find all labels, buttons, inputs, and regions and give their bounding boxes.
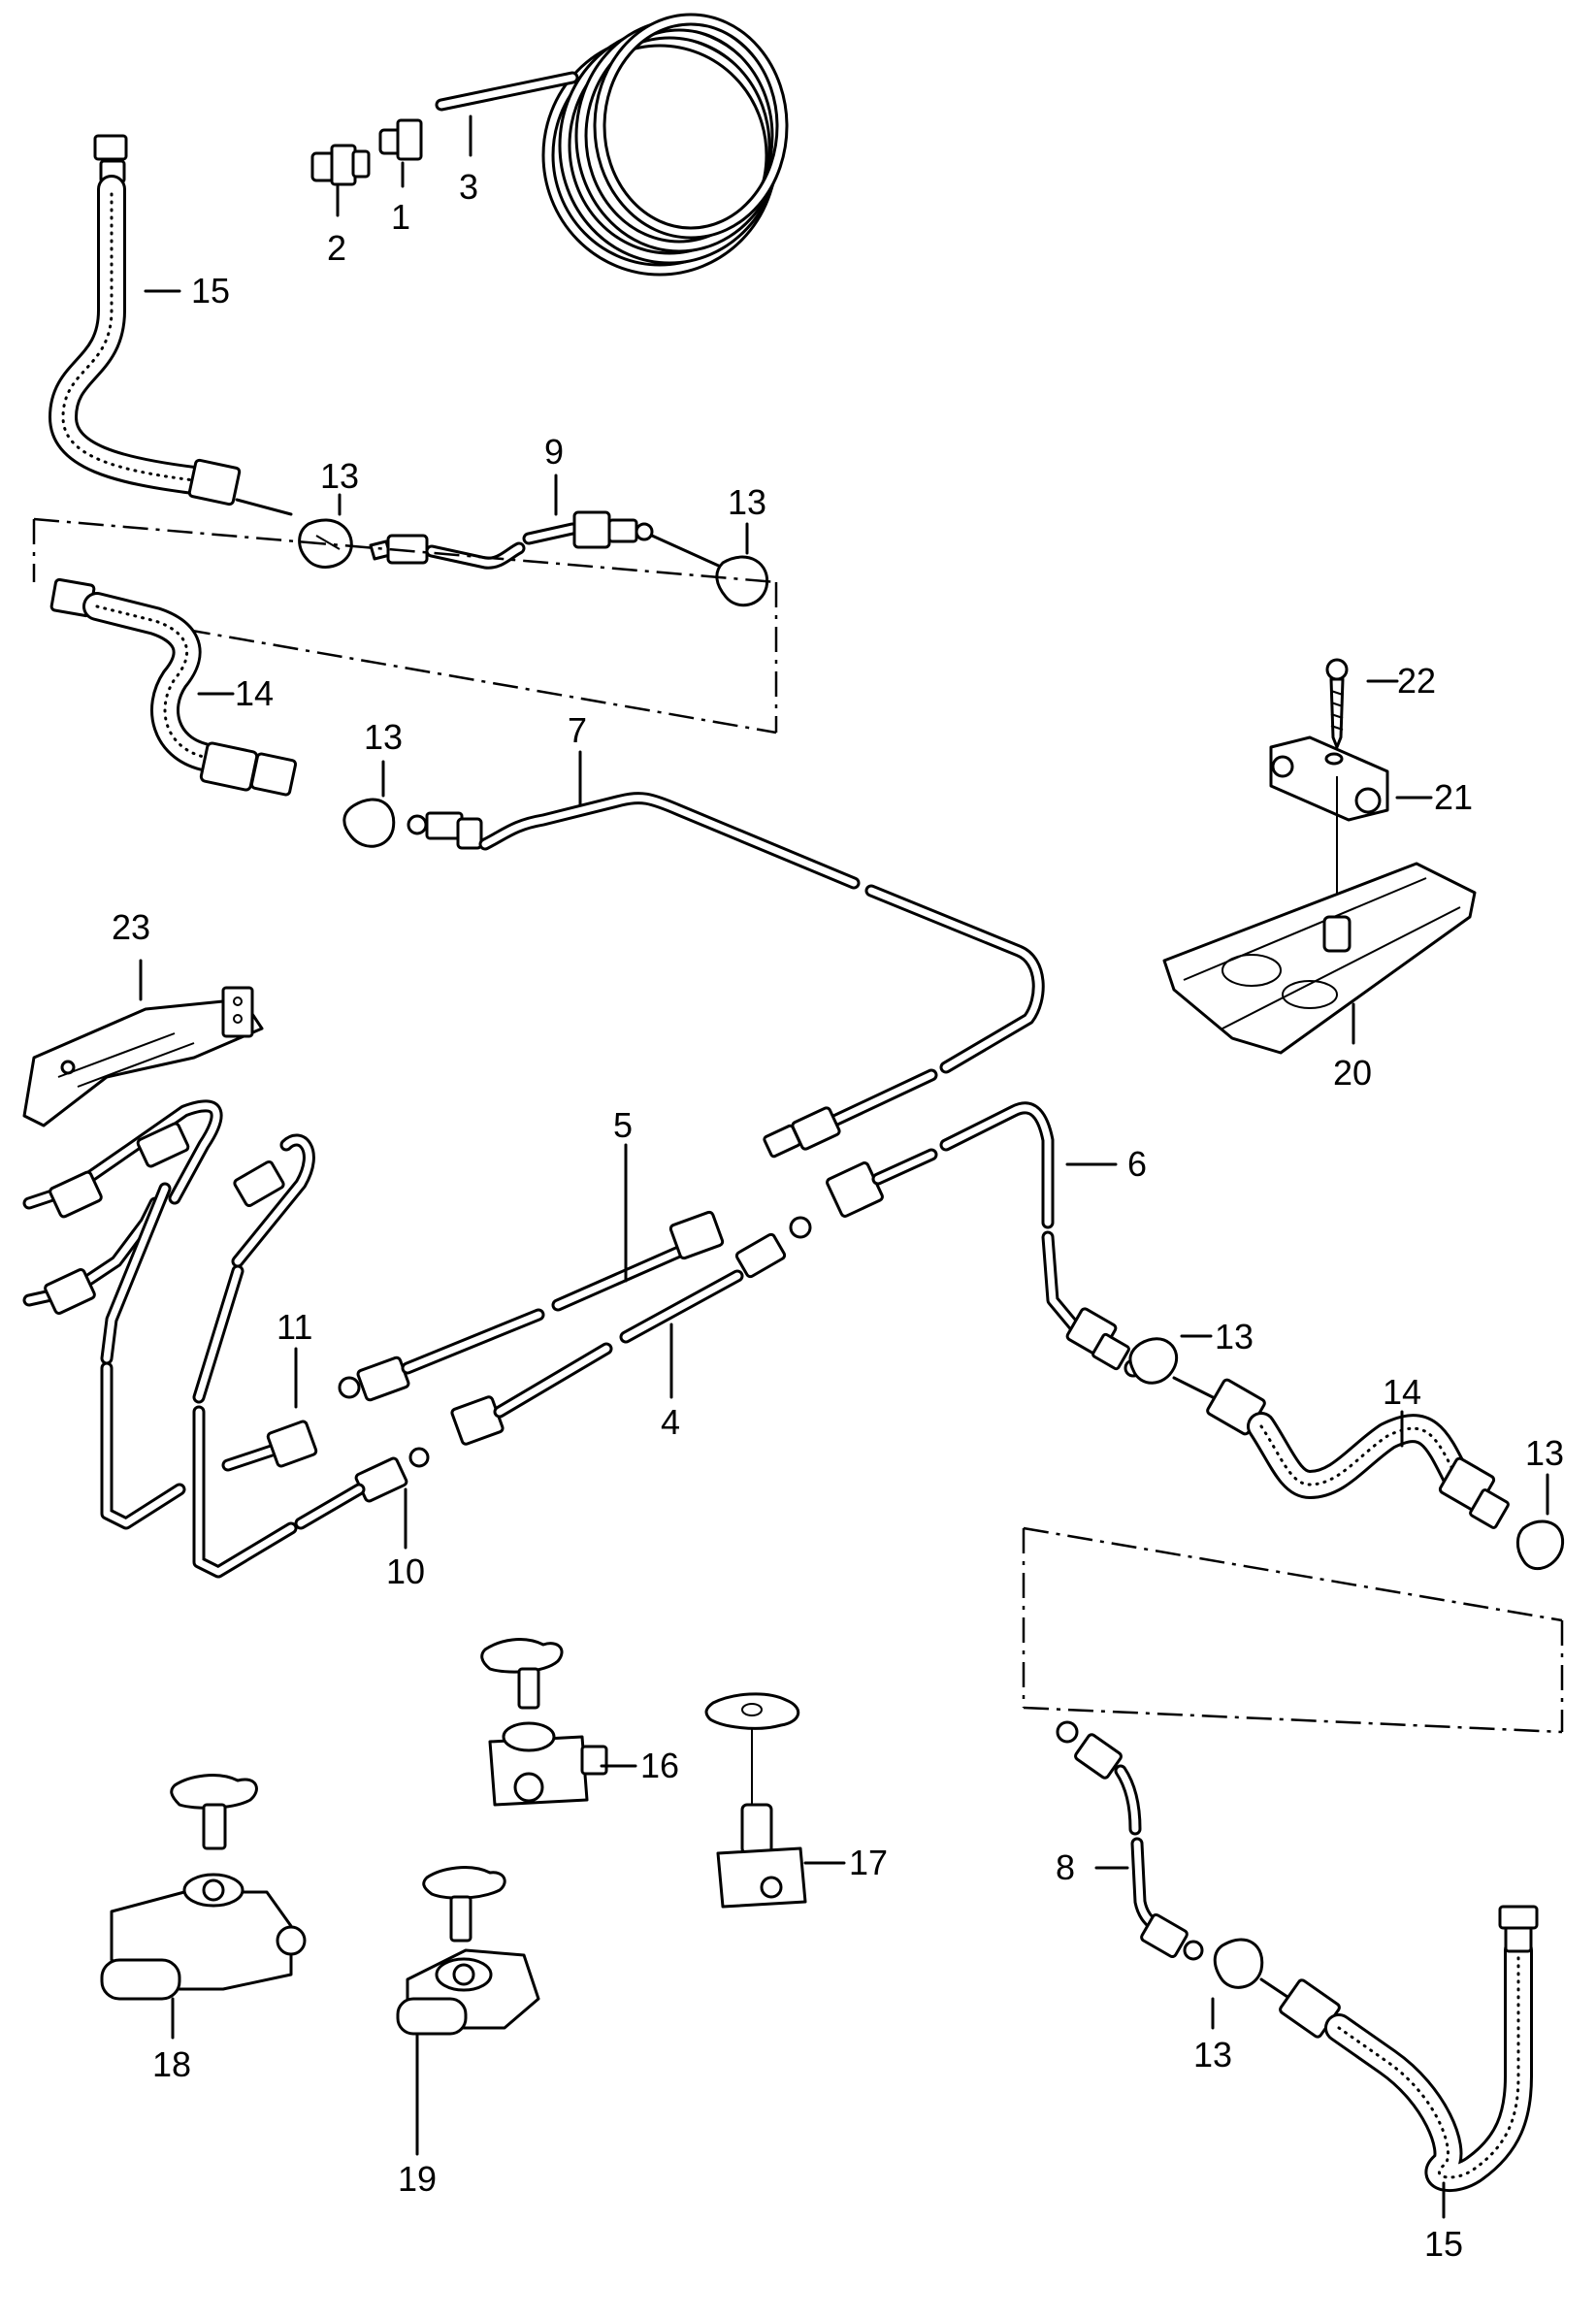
fitting-part-11: [221, 1420, 318, 1472]
callout-22: 22: [1397, 661, 1436, 701]
clip-part-13-f: [1213, 1938, 1264, 1989]
brake-line-part-7: [407, 792, 1045, 1159]
callout-19: 19: [398, 2159, 437, 2199]
callout-23: 23: [112, 907, 150, 947]
screw-part-22: [1325, 658, 1349, 749]
brake-line-part-6: [826, 1101, 1143, 1378]
callout-17: 17: [849, 1843, 888, 1882]
valve-part-17: [704, 1692, 807, 1909]
callout-13-c: 13: [364, 717, 403, 757]
callout-4: 4: [661, 1402, 680, 1442]
callout-6: 6: [1127, 1144, 1147, 1184]
brake-line-part-4: [450, 1216, 812, 1446]
clip-part-13-c: [342, 798, 396, 848]
callout-18: 18: [152, 2044, 191, 2084]
valve-part-19: [396, 1866, 540, 2036]
callout-13-d: 13: [1215, 1317, 1254, 1356]
callout-5: 5: [613, 1105, 633, 1145]
brake-hose-part-14-lower: [1172, 1376, 1510, 1529]
brake-line-part-9: [369, 510, 654, 570]
brake-line-part-5: [338, 1210, 725, 1402]
callout-15-lower: 15: [1424, 2224, 1463, 2264]
callout-13-b: 13: [728, 482, 766, 522]
brake-hose-part-14-upper: [49, 577, 298, 797]
callout-13-a: 13: [320, 456, 359, 496]
callout-1: 1: [391, 197, 410, 237]
clip-part-13-d: [1128, 1337, 1178, 1385]
callout-13-e: 13: [1525, 1433, 1564, 1473]
mounting-rail-part-20: [1162, 862, 1477, 1055]
callout-7: 7: [568, 710, 587, 750]
callout-14-upper: 14: [235, 673, 274, 713]
callout-13-f: 13: [1193, 2035, 1232, 2074]
fitting-part-1: [378, 118, 423, 161]
callout-11: 11: [277, 1307, 312, 1347]
brake-hose-part-15-upper: [49, 134, 293, 516]
callout-3: 3: [459, 167, 478, 207]
callout-2: 2: [327, 228, 346, 268]
heat-shield-part-23: [22, 986, 264, 1127]
callout-8: 8: [1056, 1847, 1075, 1887]
callout-15-upper: 15: [191, 271, 230, 310]
coiled-brake-line-part-3: [435, 13, 789, 277]
callout-21: 21: [1434, 777, 1473, 817]
callout-14-lower: 14: [1383, 1372, 1421, 1412]
bracket-clip-part-21: [1269, 735, 1389, 822]
clip-part-13-e: [1515, 1519, 1565, 1571]
brake-hose-part-15-lower: [1259, 1905, 1539, 2193]
valve-part-16: [480, 1638, 608, 1807]
callout-9: 9: [544, 432, 564, 472]
valve-part-18: [100, 1774, 307, 2001]
brake-line-part-8: [1056, 1720, 1204, 1961]
fitting-part-2: [310, 144, 371, 186]
brake-line-loops-left: [22, 1099, 315, 1579]
callout-20: 20: [1333, 1053, 1372, 1093]
clip-part-13-b: [715, 555, 769, 607]
callout-16: 16: [640, 1746, 679, 1785]
brake-line-part-10: [294, 1447, 430, 1530]
callout-10: 10: [386, 1551, 425, 1591]
